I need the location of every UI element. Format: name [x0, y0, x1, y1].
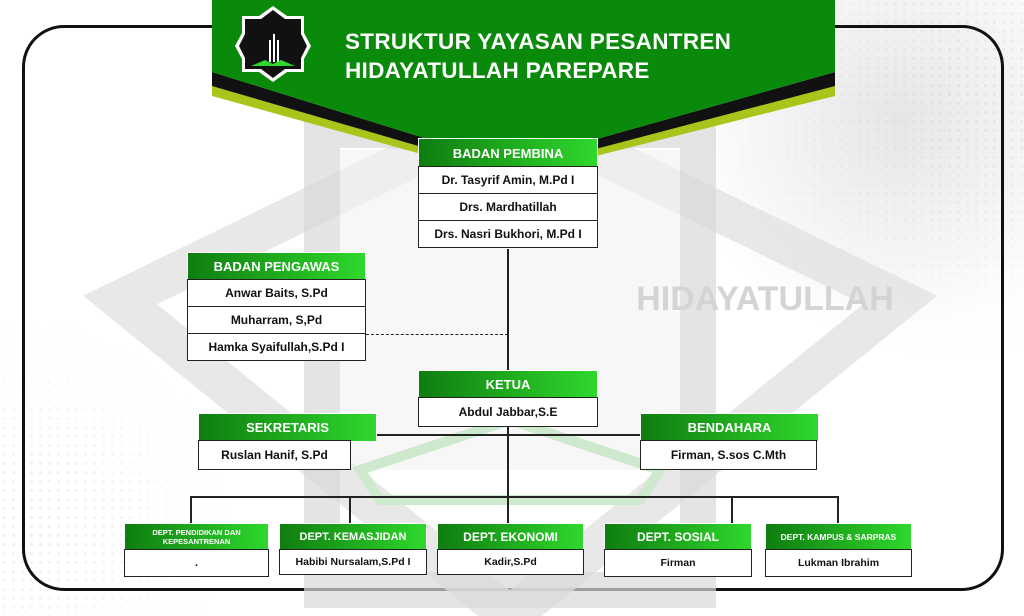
box-title: DEPT. KEMASJIDAN — [279, 523, 427, 550]
member: Kadir,S.Pd — [437, 549, 584, 575]
title-line-2: HIDAYATULLAH PAREPARE — [345, 58, 650, 83]
member: Habibi Nursalam,S.Pd I — [279, 549, 427, 575]
dept-ekonomi: DEPT. EKONOMI Kadir,S.Pd — [437, 523, 584, 575]
member: Firman, S.sos C.Mth — [640, 440, 817, 470]
connector-line — [507, 496, 509, 523]
connector-dashed — [366, 334, 508, 335]
member: Muharram, S,Pd — [187, 306, 366, 334]
watermark-text: HIDAYATULLAH — [636, 280, 894, 318]
member: Dr. Tasyrif Amin, M.Pd I — [418, 166, 598, 194]
connector-line — [507, 427, 509, 497]
title-line-1: STRUKTUR YAYASAN PESANTREN — [345, 29, 732, 54]
sekretaris: SEKRETARIS Ruslan Hanif, S.Pd — [198, 413, 377, 470]
box-title: BENDAHARA — [640, 413, 819, 441]
bendahara: BENDAHARA Firman, S.sos C.Mth — [640, 413, 819, 470]
connector-line — [837, 496, 839, 523]
connector-line — [190, 496, 839, 498]
member: Ruslan Hanif, S.Pd — [198, 440, 351, 470]
box-title: DEPT. PENDIDIKAN DAN KEPESANTRENAN — [124, 523, 269, 550]
member: Anwar Baits, S.Pd — [187, 279, 366, 307]
connector-line — [731, 496, 733, 523]
dept-sosial: DEPT. SOSIAL Firman — [604, 523, 752, 577]
box-title: SEKRETARIS — [198, 413, 377, 441]
dept-kampus-sarpras: DEPT. KAMPUS & SARPRAS Lukman Ibrahim — [765, 523, 912, 577]
connector-line — [190, 496, 192, 523]
logo — [235, 6, 311, 82]
member: Hamka Syaifullah,S.Pd I — [187, 333, 366, 361]
connector-line — [350, 434, 640, 436]
connector-line — [349, 496, 351, 523]
member: . — [124, 549, 269, 577]
dept-pendidikan: DEPT. PENDIDIKAN DAN KEPESANTRENAN . — [124, 523, 269, 577]
box-title: DEPT. KAMPUS & SARPRAS — [765, 523, 912, 550]
box-title: KETUA — [418, 370, 598, 398]
member: Drs. Nasri Bukhori, M.Pd I — [418, 220, 598, 248]
box-title: DEPT. EKONOMI — [437, 523, 584, 550]
box-title: DEPT. SOSIAL — [604, 523, 752, 550]
badan-pembina: BADAN PEMBINA Dr. Tasyrif Amin, M.Pd I D… — [418, 138, 598, 248]
dept-kemasjidan: DEPT. KEMASJIDAN Habibi Nursalam,S.Pd I — [279, 523, 427, 575]
ketua: KETUA Abdul Jabbar,S.E — [418, 370, 598, 427]
connector-line — [507, 249, 509, 370]
member: Firman — [604, 549, 752, 577]
member: Abdul Jabbar,S.E — [418, 397, 598, 427]
box-title: BADAN PEMBINA — [418, 138, 598, 167]
box-title: BADAN PENGAWAS — [187, 252, 366, 280]
member: Lukman Ibrahim — [765, 549, 912, 577]
page-title: STRUKTUR YAYASAN PESANTREN HIDAYATULLAH … — [345, 27, 731, 85]
badan-pengawas: BADAN PENGAWAS Anwar Baits, S.Pd Muharra… — [187, 252, 366, 361]
member: Drs. Mardhatillah — [418, 193, 598, 221]
